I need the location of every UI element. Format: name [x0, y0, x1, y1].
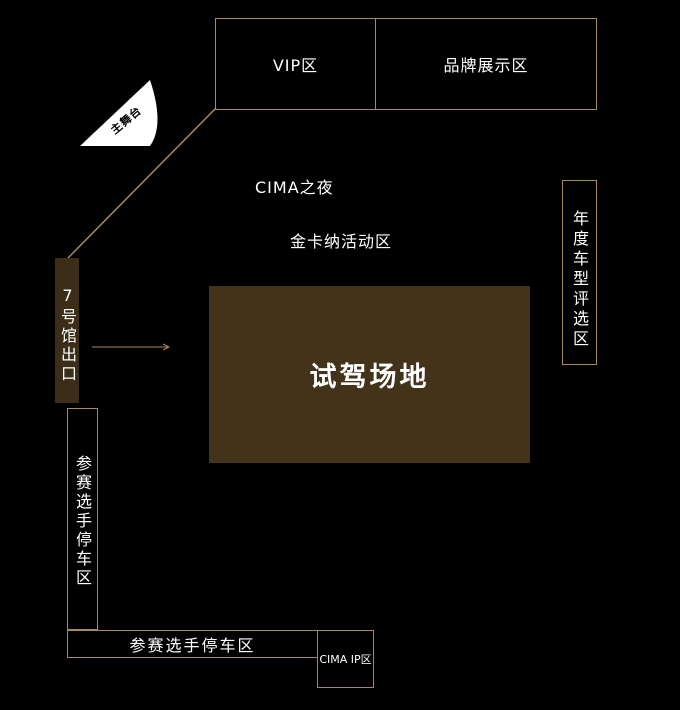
- karting-zone-label: 金卡纳活动区: [290, 232, 393, 251]
- cima-ip-zone: CIMA IP区: [317, 630, 374, 688]
- vip-zone: VIP区: [215, 18, 376, 110]
- parking-zone-horizontal: 参赛选手停车区: [67, 630, 318, 658]
- vip-zone-label: VIP区: [272, 56, 319, 75]
- exit-zone: 7号馆出口: [55, 258, 79, 403]
- parking-vertical-label: 参赛选手停车区: [73, 455, 92, 588]
- cima-ip-label: CIMA IP区: [319, 653, 372, 666]
- exit-zone-label: 7号馆出口: [58, 286, 77, 384]
- test-drive-label: 试驾场地: [309, 362, 430, 393]
- brand-zone-label: 品牌展示区: [443, 56, 529, 75]
- stage-shape: [80, 80, 158, 146]
- brand-zone: 品牌展示区: [375, 18, 597, 110]
- award-zone-label: 年度车型评选区: [570, 210, 589, 350]
- award-zone: 年度车型评选区: [562, 180, 597, 365]
- parking-horizontal-label: 参赛选手停车区: [129, 636, 256, 655]
- parking-zone-vertical: 参赛选手停车区: [67, 408, 98, 630]
- cima-night-label: CIMA之夜: [255, 178, 334, 197]
- test-drive-zone: 试驾场地: [209, 286, 530, 463]
- diagonal-wall: [67, 107, 217, 259]
